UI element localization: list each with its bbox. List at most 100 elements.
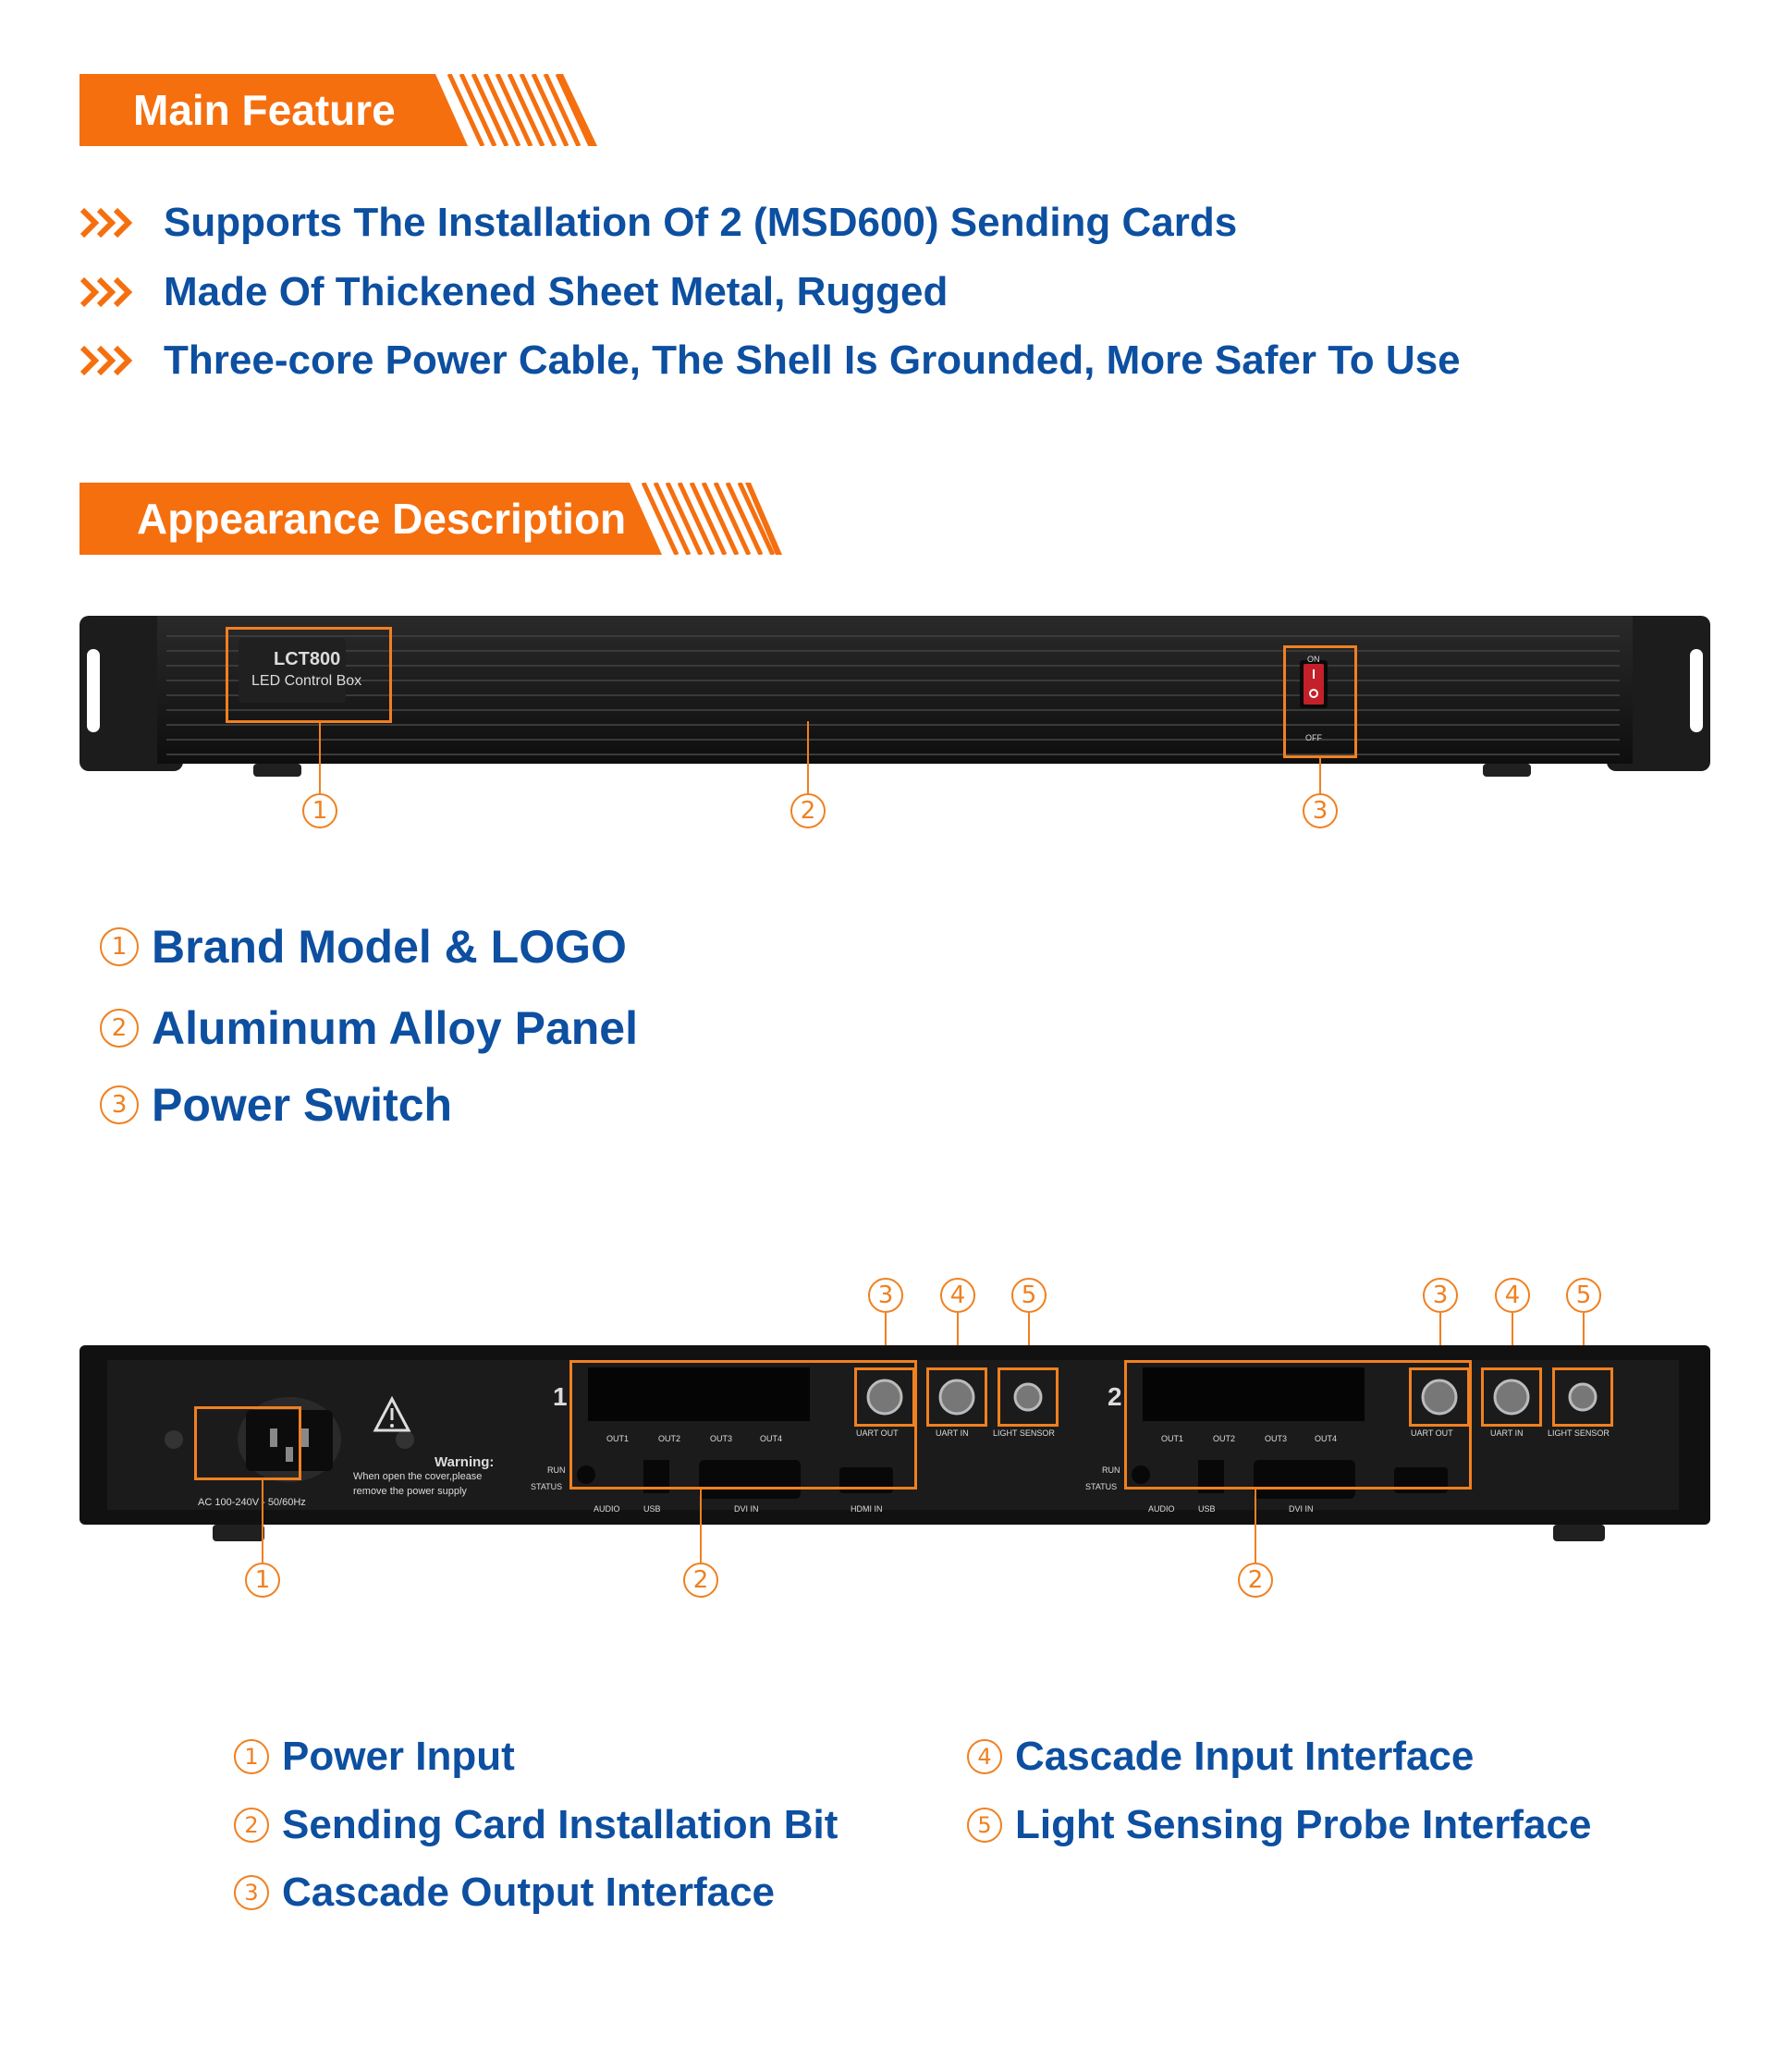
feature-item: Supports The Installation Of 2 (MSD600) … [79,195,1237,251]
label-text: Power Input [282,1734,515,1779]
slot-number: 2 [1108,1382,1122,1411]
light-sensor-label: LIGHT SENSOR [993,1428,1055,1438]
out-label: OUT3 [1265,1434,1288,1443]
feature-text: Supports The Installation Of 2 (MSD600) … [164,200,1238,245]
callout-leader-line [807,721,809,793]
front-panel-image: LCT800 LED Control Box ON OFF [80,612,1710,779]
label-text: Cascade Output Interface [282,1870,776,1915]
front-callout-3: 3 [1303,793,1338,828]
label-number: 2 [100,1009,139,1048]
callout-leader-line [1028,1313,1030,1367]
rear-label-row: 4 Cascade Input Interface [967,1734,1474,1780]
callout-leader-line [1583,1313,1585,1367]
front-callout-1: 1 [302,793,337,828]
power-rating-text: AC 100-240V - 50/60Hz [198,1497,306,1508]
slot-number: 1 [553,1382,568,1411]
light-sensor-highlight [1552,1367,1613,1427]
status-label: STATUS [531,1482,563,1491]
uart-in-label: UART IN [1490,1428,1524,1438]
rear-callout-4: 4 [940,1278,975,1313]
run-label: RUN [1102,1465,1120,1475]
triple-chevron-icon [80,207,133,239]
label-number: 3 [234,1875,269,1910]
brand-model-text: LCT800 [274,649,341,669]
callout-leader-line [700,1490,702,1563]
feature-text: Made Of Thickened Sheet Metal, Rugged [164,269,949,314]
logo-highlight [226,627,392,723]
front-callout-2: 2 [790,793,826,828]
light-sensor-highlight [998,1367,1059,1427]
warning-text-line: remove the power supply [353,1486,467,1497]
rear-callout-1: 1 [245,1563,280,1598]
uart-out-label: UART OUT [856,1428,899,1438]
rear-label-row: 1 Power Input [234,1734,515,1780]
out-label: OUT2 [1213,1434,1236,1443]
label-text: Aluminum Alloy Panel [152,1002,639,1054]
dvi-in-label: DVI IN [734,1504,759,1514]
feature-text: Three-core Power Cable, The Shell Is Gro… [164,337,1461,383]
status-label: STATUS [1085,1482,1118,1491]
rear-callout-3: 3 [1423,1278,1458,1313]
run-label: RUN [547,1465,566,1475]
usb-label: USB [1198,1504,1216,1514]
audio-label: AUDIO [594,1504,620,1514]
switch-off-label: OFF [1305,733,1322,742]
main-feature-banner: Main Feature [80,74,597,146]
warning-text-line: When open the cover,please [353,1471,483,1482]
rear-panel-image: AC 100-240V - 50/60Hz Warning: When open… [80,1345,1710,1544]
switch-on-label: ON [1307,655,1320,664]
out-label: OUT1 [1161,1434,1184,1443]
rear-callout-2: 2 [1238,1563,1273,1598]
uart-out-highlight [1409,1367,1470,1427]
uart-in-label: UART IN [936,1428,969,1438]
rear-label-row: 2 Sending Card Installation Bit [234,1802,838,1848]
callout-leader-line [262,1526,263,1563]
dvi-in-label: DVI IN [1289,1504,1314,1514]
front-panel-drawing [80,616,1710,777]
main-feature-title: Main Feature [133,86,396,134]
banner-stripes-graphic [80,74,597,146]
rear-callout-4: 4 [1495,1278,1530,1313]
audio-label: AUDIO [1148,1504,1175,1514]
hdmi-in-label: HDMI IN [851,1504,883,1514]
front-label-row: 2 Aluminum Alloy Panel [100,1001,638,1055]
label-number: 3 [100,1085,139,1124]
out-label: OUT4 [760,1434,783,1443]
rear-label-row: 3 Cascade Output Interface [234,1870,775,1916]
card-slot-2-highlight [1124,1360,1472,1490]
usb-label: USB [643,1504,661,1514]
rear-callout-5: 5 [1566,1278,1601,1313]
rear-label-row: 5 Light Sensing Probe Interface [967,1802,1591,1848]
label-number: 1 [100,927,139,966]
uart-out-label: UART OUT [1411,1428,1453,1438]
feature-item: Three-core Power Cable, The Shell Is Gro… [79,333,1461,388]
switch-highlight [1283,645,1357,758]
warning-title-text: Warning: [435,1454,495,1470]
callout-leader-line [1255,1490,1256,1563]
label-text: Cascade Input Interface [1015,1734,1475,1779]
appearance-banner: Appearance Description [80,483,782,555]
label-text: Power Switch [152,1079,453,1131]
out-label: OUT1 [606,1434,630,1443]
callout-leader-line [885,1313,887,1367]
callout-leader-line [1512,1313,1513,1367]
front-label-row: 3 Power Switch [100,1078,452,1132]
front-label-row: 1 Brand Model & LOGO [100,920,627,974]
rear-callout-5: 5 [1011,1278,1047,1313]
appearance-title: Appearance Description [137,495,627,543]
label-number: 1 [234,1739,269,1774]
label-text: Brand Model & LOGO [152,921,627,973]
label-text: Light Sensing Probe Interface [1015,1802,1592,1847]
out-label: OUT3 [710,1434,733,1443]
callout-leader-line [262,1480,263,1526]
uart-in-highlight [1481,1367,1542,1427]
light-sensor-label: LIGHT SENSOR [1548,1428,1610,1438]
feature-item: Made Of Thickened Sheet Metal, Rugged [79,264,948,320]
label-number: 5 [967,1808,1002,1843]
out-label: OUT4 [1315,1434,1338,1443]
callout-leader-line [1319,758,1321,793]
uart-in-highlight [926,1367,987,1427]
rear-callout-2: 2 [683,1563,718,1598]
callout-leader-line [957,1313,959,1367]
rear-panel-drawing [80,1345,1710,1541]
